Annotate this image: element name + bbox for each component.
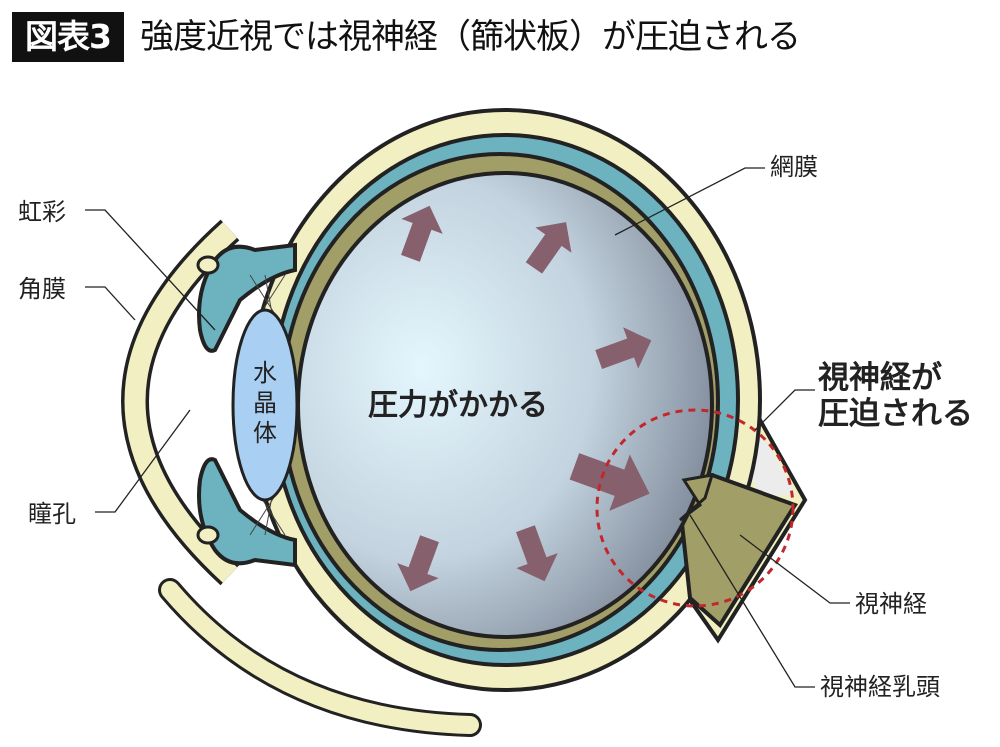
- label-compressed-line2: 圧迫される: [818, 396, 973, 432]
- iris-bottom: [197, 457, 297, 568]
- label-pressure: 圧力がかかる: [368, 388, 548, 423]
- figure-title: 強度近視では視神経（篩状板）が圧迫される: [140, 17, 801, 57]
- optic-disc: [679, 473, 715, 522]
- lens-char: 水: [253, 359, 277, 387]
- label-lens: 水 晶 体: [250, 358, 280, 448]
- arrow: [397, 535, 439, 592]
- label-compressed-line1: 視神経が: [818, 360, 942, 396]
- arrow: [516, 525, 558, 582]
- arrow: [401, 205, 443, 262]
- arrow: [569, 453, 650, 511]
- label-retina: 網膜: [770, 153, 818, 181]
- label-iris: 虹彩: [18, 198, 66, 226]
- label-pupil: 瞳孔: [28, 500, 76, 528]
- figure-badge: 図表3: [12, 12, 124, 62]
- lens-char: 体: [253, 419, 277, 447]
- arrow: [595, 327, 652, 369]
- label-cornea: 角膜: [18, 275, 66, 303]
- label-optic-nerve: 視神経: [855, 590, 927, 618]
- label-optic-disc: 視神経乳頭: [820, 673, 940, 701]
- compression-highlight-circle: [595, 408, 795, 608]
- arrow: [525, 222, 572, 274]
- lens: [231, 308, 299, 502]
- leader-lines: [85, 167, 850, 688]
- pressure-arrows: [397, 205, 652, 592]
- lens-char: 晶: [253, 389, 277, 417]
